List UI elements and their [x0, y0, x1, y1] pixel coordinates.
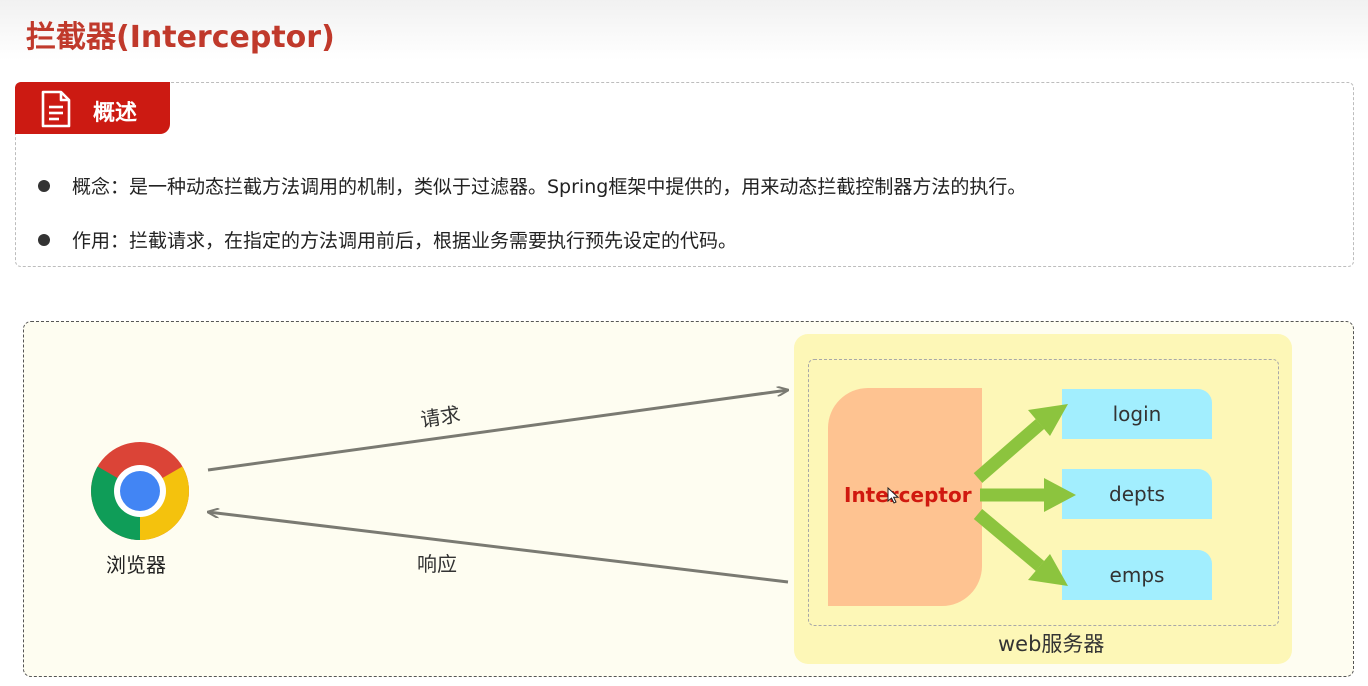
web-server-inner-border — [808, 359, 1279, 626]
interceptor-label: Interceptor — [844, 483, 972, 507]
request-arrow — [207, 390, 788, 472]
browser-label: 浏览器 — [106, 553, 166, 577]
web-server-label: web服务器 — [998, 632, 1105, 656]
bullet-text: 概念：是一种动态拦截方法调用的机制，类似于过滤器。Spring框架中提供的，用来… — [72, 176, 1027, 198]
green-arrow-emps — [973, 509, 1068, 586]
page-title: 拦截器(Interceptor) — [26, 20, 335, 55]
overview-panel — [15, 82, 1354, 267]
response-label: 响应 — [417, 552, 457, 576]
document-icon — [39, 90, 73, 132]
cursor-icon — [887, 486, 900, 504]
green-arrow-login — [973, 404, 1068, 483]
bullet-text: 作用：拦截请求，在指定的方法调用前后，根据业务需要执行预先设定的代码。 — [72, 230, 738, 252]
overview-tab-label: 概述 — [93, 101, 138, 126]
endpoint-depts: depts — [1062, 469, 1212, 519]
interceptor-block — [828, 388, 982, 606]
bullet-concept: 概念：是一种动态拦截方法调用的机制，类似于过滤器。Spring框架中提供的，用来… — [38, 172, 1026, 199]
bullet-dot — [38, 179, 50, 192]
overview-tab: 概述 — [15, 82, 170, 134]
bullet-purpose: 作用：拦截请求，在指定的方法调用前后，根据业务需要执行预先设定的代码。 — [38, 226, 737, 253]
bullet-dot — [38, 233, 50, 246]
green-arrow-depts — [980, 478, 1076, 512]
endpoint-login: login — [1062, 389, 1212, 439]
chrome-icon — [91, 442, 189, 540]
endpoint-emps: emps — [1062, 550, 1212, 600]
response-arrow — [208, 512, 789, 584]
request-label: 请求 — [418, 402, 462, 432]
title-band — [0, 0, 1368, 60]
